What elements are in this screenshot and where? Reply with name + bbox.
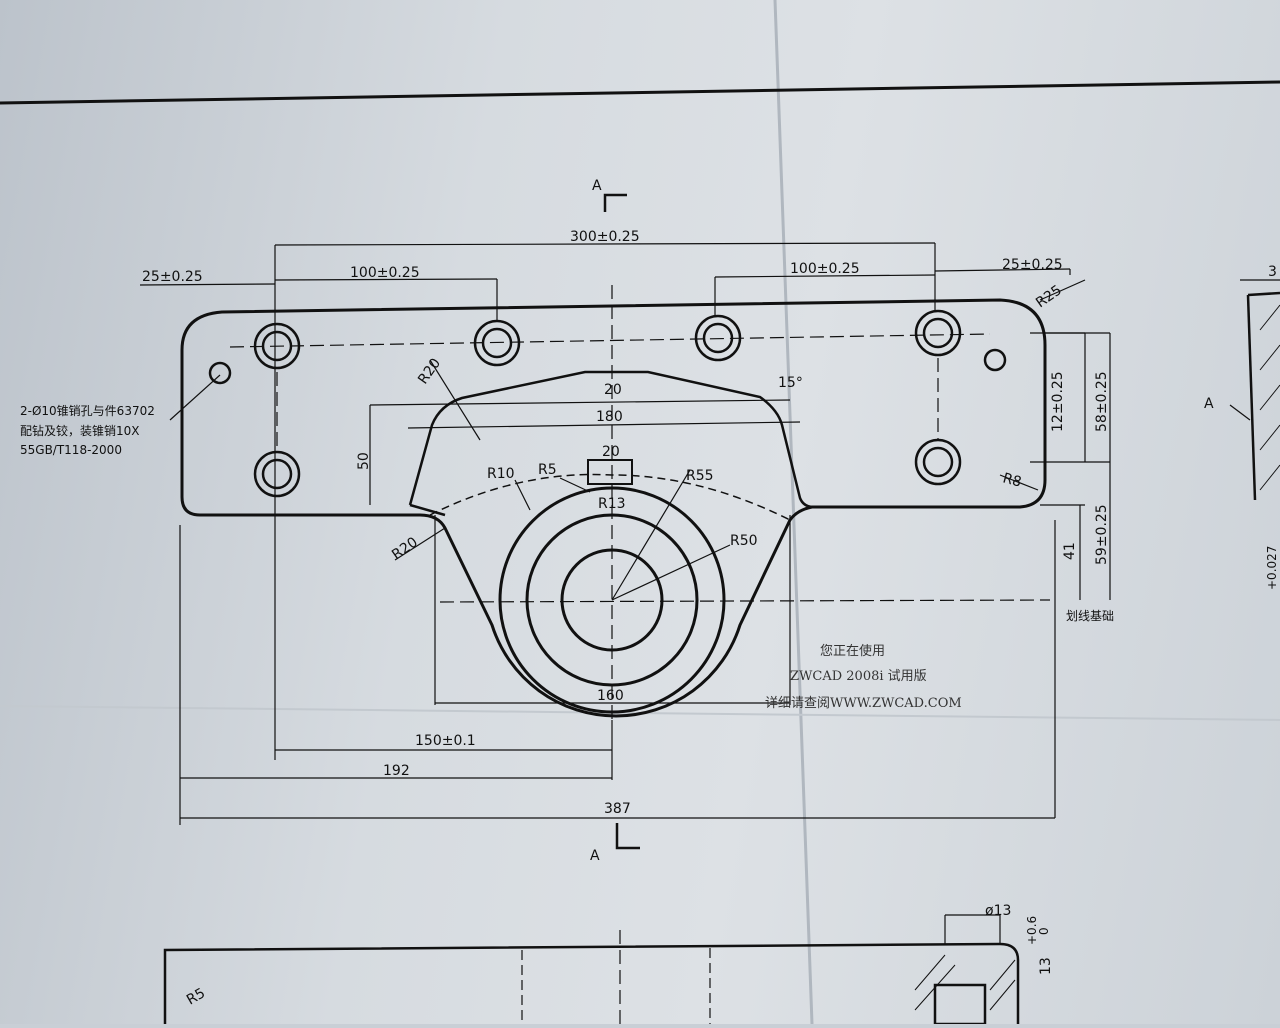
- side-view-partial: [1229, 279, 1280, 501]
- dim-left-100: 100±0.25: [350, 265, 420, 281]
- watermark-line-1: 您正在使用: [820, 643, 885, 659]
- dim-r13: R13: [598, 496, 626, 512]
- dim-r5: R5: [538, 462, 557, 478]
- dim-58: 58±0.25: [1094, 371, 1110, 432]
- frame-border-line: [0, 80, 1280, 105]
- dim-phi13: ø13: [985, 903, 1011, 919]
- paper-fold-line: [773, 0, 814, 1025]
- dim-right-25: 25±0.25: [1002, 257, 1063, 273]
- bottom-view: [163, 914, 1020, 1026]
- dim-150: 150±0.1: [415, 733, 476, 749]
- section-label-top: A: [592, 178, 602, 194]
- dim-41: 41: [1062, 542, 1078, 560]
- side-view-hatching: [1259, 304, 1280, 491]
- note-line-3: 55GB/T118-2000: [20, 443, 122, 457]
- dim-right-100: 100±0.25: [790, 261, 860, 277]
- dim-180: 180: [596, 409, 623, 425]
- dim-20-top: 20: [604, 382, 622, 398]
- center-lines: [229, 285, 1051, 720]
- note-scribe-baseline: 划线基础: [1066, 609, 1114, 623]
- section-label-bottom: A: [590, 848, 600, 864]
- dim-r55: R55: [686, 468, 714, 484]
- dim-20-key: 20: [602, 444, 620, 460]
- dim-r20-top: R20: [415, 356, 444, 388]
- bolt-holes: [208, 309, 1007, 498]
- pocket-outline: [408, 370, 813, 509]
- dim-r20-bottom: R20: [389, 534, 421, 563]
- section-markers: [603, 193, 640, 850]
- section-label-side: A: [1204, 396, 1214, 412]
- section-hatching: [914, 954, 1016, 1011]
- dim-r10: R10: [487, 466, 515, 482]
- dim-partial-tol: +0.027: [1265, 546, 1279, 590]
- dim-50: 50: [356, 452, 372, 470]
- key-slot: [587, 459, 633, 485]
- dim-angle-15: 15°: [778, 375, 803, 391]
- note-line-2: 配钻及铰，装锥销10X: [20, 423, 140, 438]
- dim-59: 59±0.25: [1094, 504, 1110, 565]
- dim-partial-3: 3: [1268, 264, 1277, 280]
- note-line-1: 2-Ø10锥销孔与件63702: [20, 404, 155, 418]
- dimension-lines: [139, 242, 1111, 825]
- dim-left-25: 25±0.25: [142, 269, 203, 285]
- dim-300: 300±0.25: [570, 229, 640, 245]
- dim-160: 160: [597, 688, 624, 704]
- dim-r5-bottom: R5: [184, 985, 208, 1008]
- part-outline: [180, 298, 1047, 718]
- dim-r50: R50: [730, 533, 758, 549]
- dim-r8: R8: [1001, 470, 1023, 490]
- dim-387: 387: [604, 801, 631, 817]
- dim-13: 13: [1038, 957, 1054, 975]
- leader-lines: [169, 279, 1086, 601]
- dim-tol-plus: +0.6: [1025, 916, 1039, 945]
- dim-r25: R25: [1033, 282, 1065, 311]
- dim-tol-zero: 0: [1037, 927, 1051, 935]
- watermark-line-2: ZWCAD 2008i 试用版: [790, 669, 927, 684]
- watermark-line-3: 详细请查阅WWW.ZWCAD.COM: [765, 696, 962, 711]
- dim-192: 192: [383, 763, 410, 779]
- dim-12: 12±0.25: [1050, 371, 1066, 432]
